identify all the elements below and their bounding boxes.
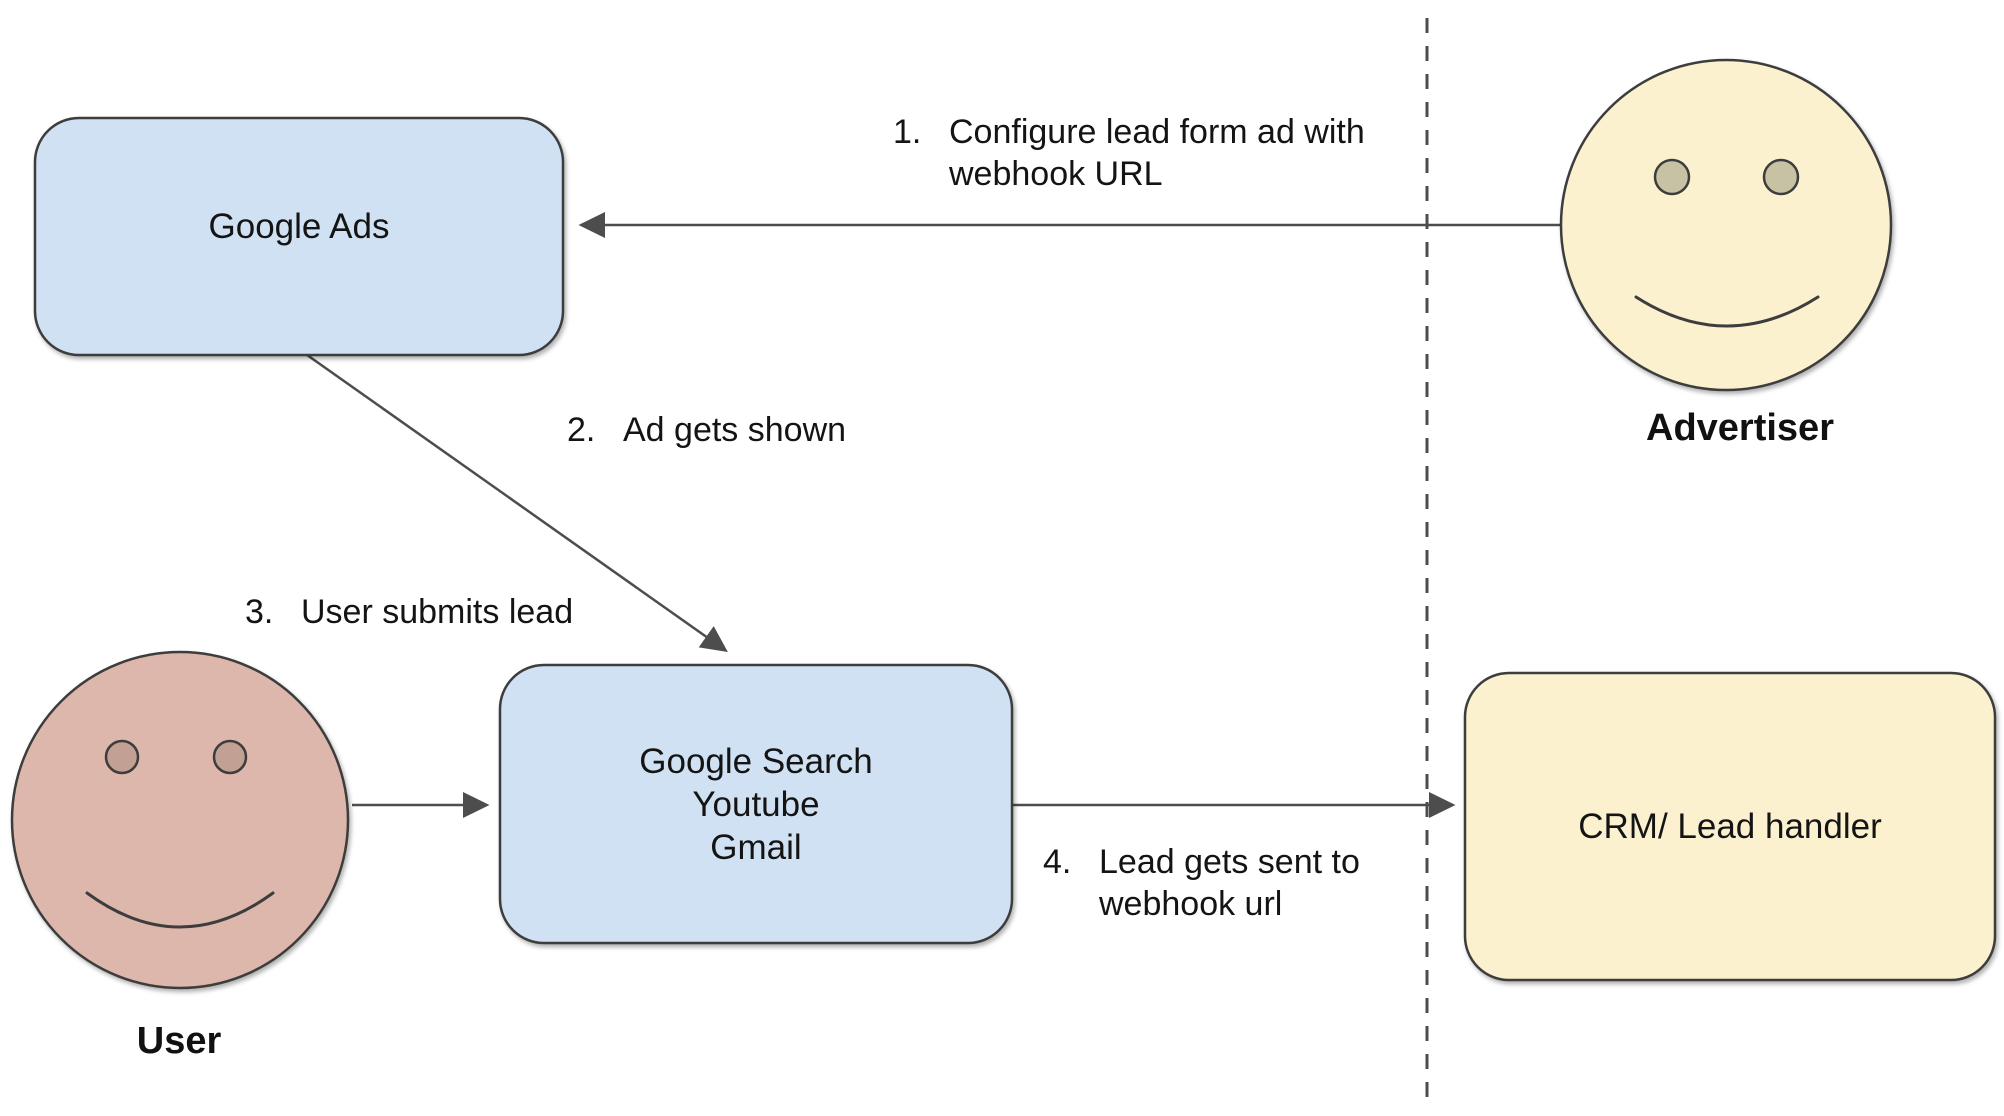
user-face bbox=[10, 650, 350, 990]
advertiser-right-eye bbox=[1762, 158, 1800, 196]
google-ads-box bbox=[33, 116, 565, 357]
advertiser-left-eye bbox=[1653, 158, 1691, 196]
user-smiley-icon bbox=[10, 650, 350, 990]
google-surfaces-box bbox=[498, 663, 1014, 945]
user-right-eye bbox=[212, 739, 248, 775]
advertiser-smile bbox=[1634, 295, 1820, 328]
user-smile bbox=[85, 891, 275, 929]
advertiser-smiley-icon bbox=[1559, 58, 1893, 392]
arrow-step2-google-ads-to-surfaces bbox=[299, 348, 728, 653]
crm-lead-handler-box bbox=[1463, 671, 1997, 982]
user-left-eye bbox=[104, 739, 140, 775]
advertiser-face bbox=[1559, 58, 1893, 392]
